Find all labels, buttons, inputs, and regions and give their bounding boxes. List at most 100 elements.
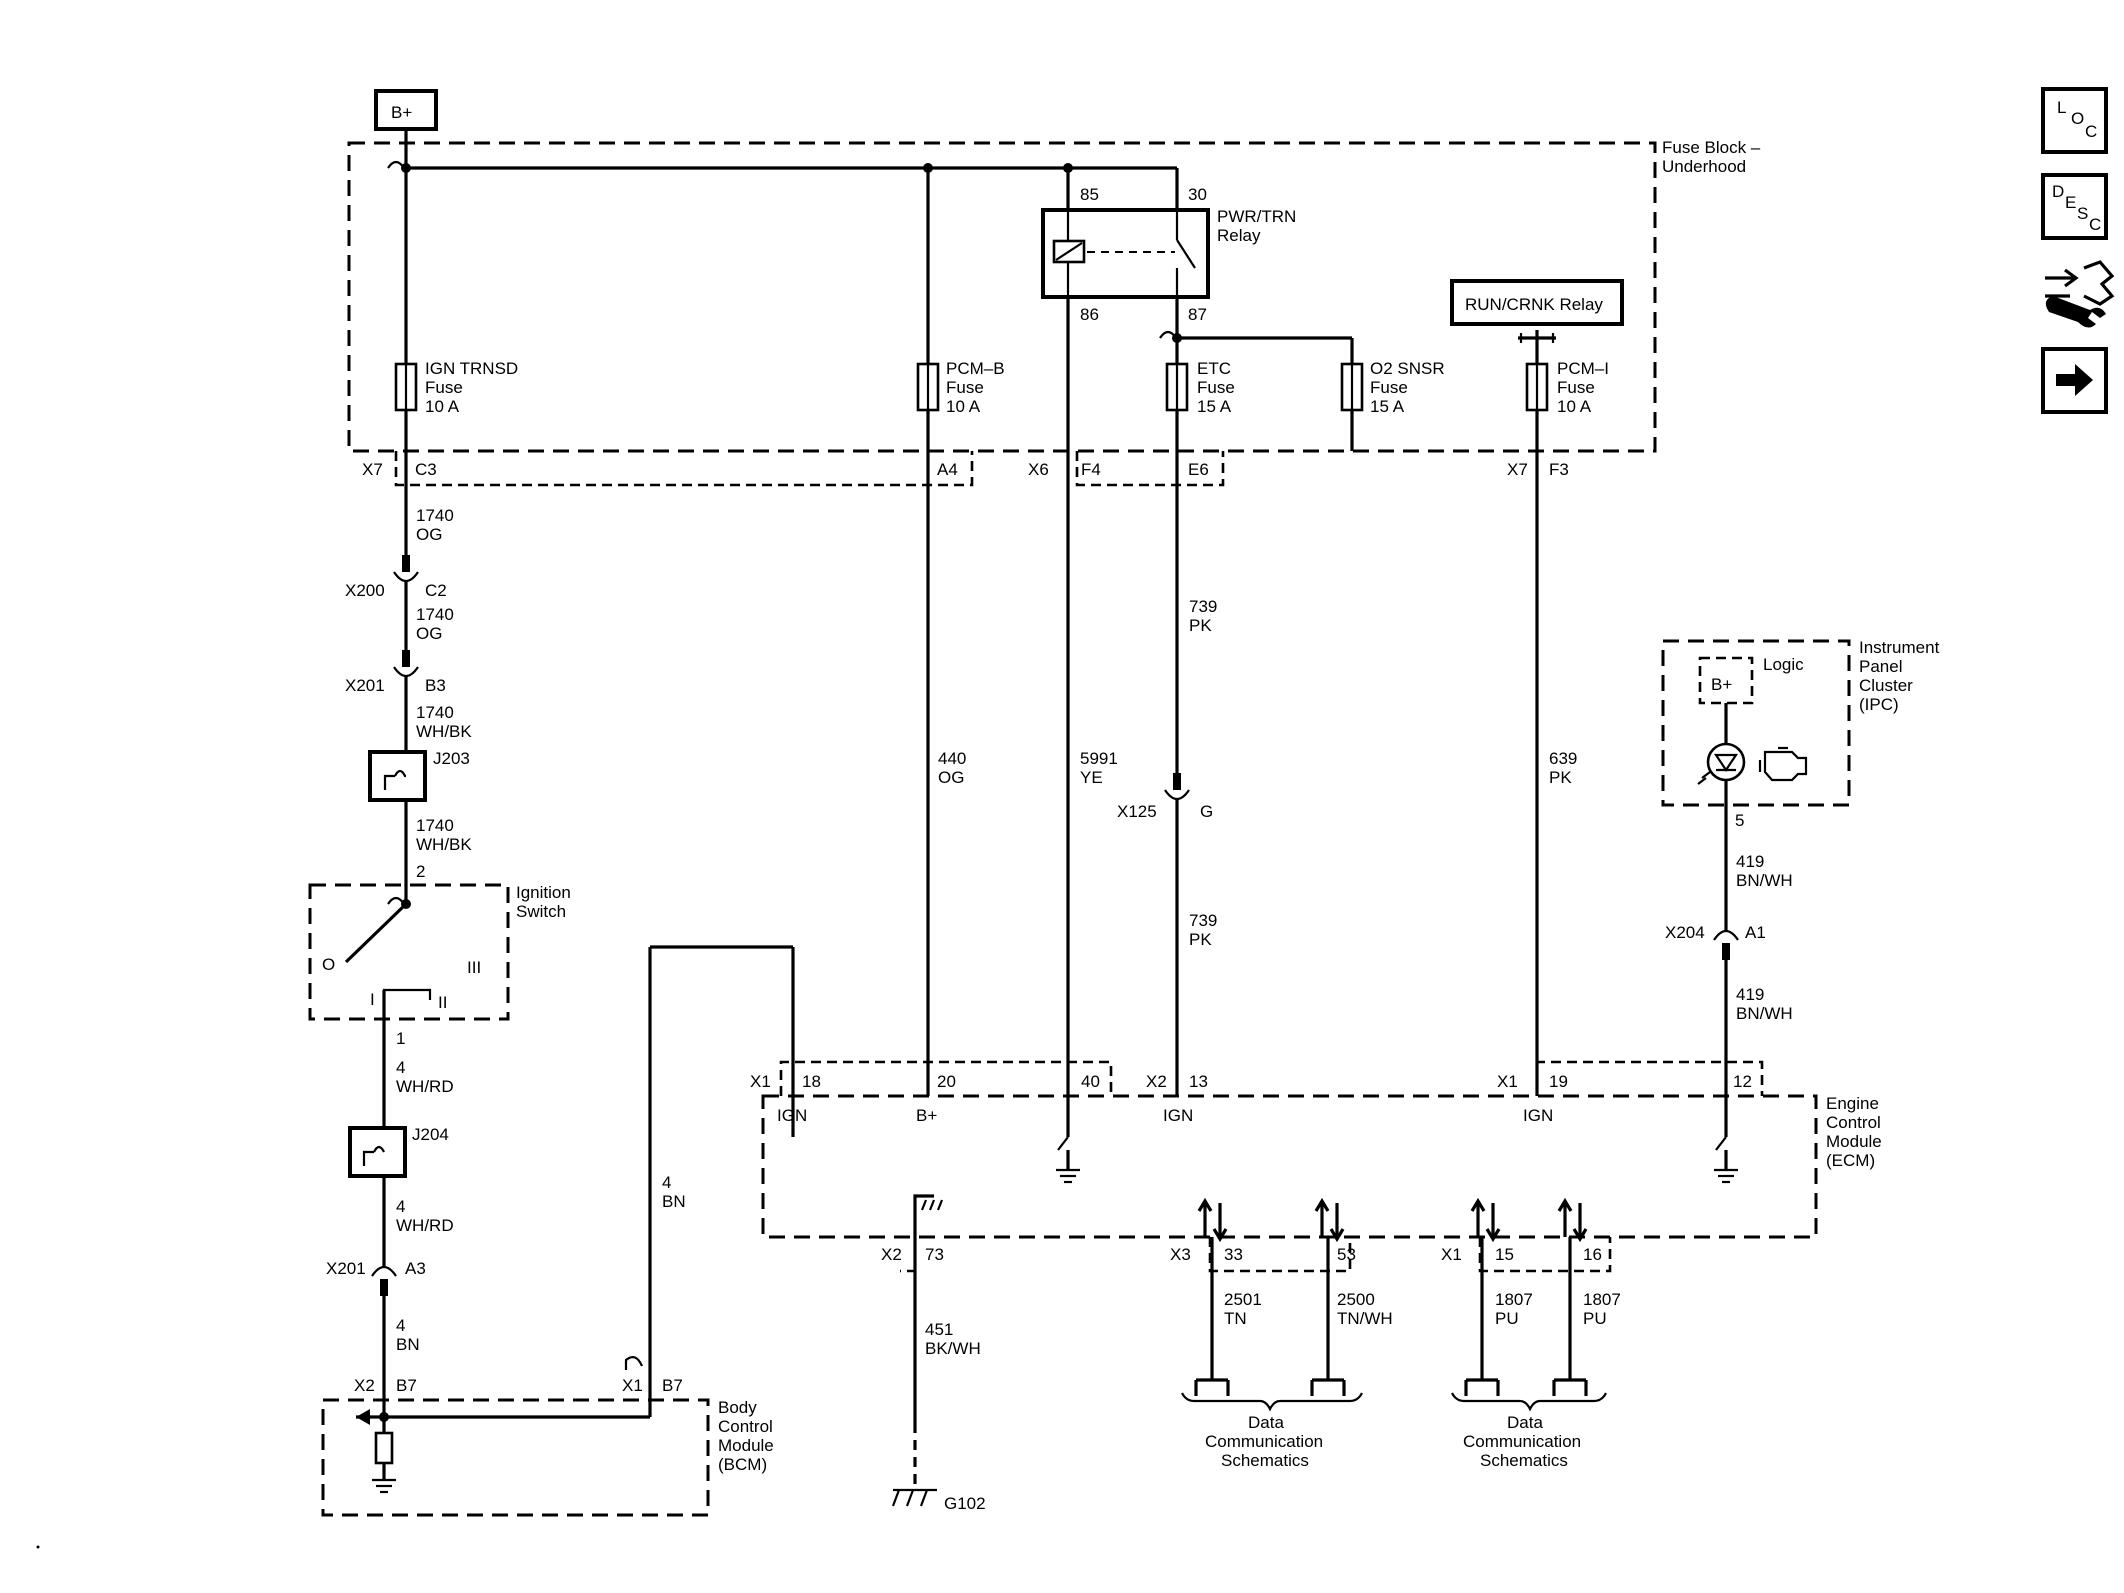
schematic-label: YE: [1080, 768, 1103, 787]
relay-pin-87: 87: [1188, 305, 1207, 324]
schematic-label: 10 A: [1557, 397, 1592, 416]
run-crnk-relay-label: RUN/CRNK Relay: [1465, 295, 1603, 314]
schematic-label: X1: [1497, 1072, 1518, 1091]
schematic-label: Panel: [1859, 657, 1902, 676]
schematic-label: Communication: [1205, 1432, 1323, 1451]
schematic-label: A3: [405, 1259, 426, 1278]
schematic-label: 4: [396, 1197, 405, 1216]
schematic-label: J204: [412, 1125, 449, 1144]
schematic-label: C: [2089, 215, 2101, 234]
schematic-label: X125: [1117, 802, 1157, 821]
schematic-label: BN: [396, 1335, 420, 1354]
schematic-label: 2: [416, 862, 425, 881]
connector-wrench-icon[interactable]: [2045, 260, 2115, 328]
ipc-boundary: [1661, 639, 1851, 807]
relay-name-2: Relay: [1217, 226, 1261, 245]
schematic-label: Switch: [516, 902, 566, 921]
schematic-label: 1740: [416, 506, 454, 525]
schematic-label: X1: [622, 1376, 643, 1395]
schematic-label: 1807: [1495, 1290, 1533, 1309]
schematic-label: 1740: [416, 703, 454, 722]
fuse-block-label-1: Fuse Block –: [1662, 138, 1761, 157]
schematic-label: OG: [938, 768, 964, 787]
schematic-label: G102: [944, 1494, 986, 1513]
schematic-label: Fuse: [1557, 378, 1595, 397]
fuse-block-boundary: [347, 141, 1657, 453]
schematic-label: IGN: [777, 1106, 807, 1125]
ipc-bplus-box: [1698, 656, 1754, 705]
schematic-label: IGN: [1523, 1106, 1553, 1125]
schematic-label: 18: [802, 1072, 821, 1091]
schematic-label: 4: [662, 1173, 671, 1192]
check-engine-icon: [1758, 746, 1808, 782]
schematic-label: X1: [750, 1072, 771, 1091]
relay-pin-30: 30: [1188, 185, 1207, 204]
schematic-label: BN/WH: [1736, 1004, 1793, 1023]
conn-x6: X6: [1028, 460, 1049, 479]
schematic-label: 73: [925, 1245, 944, 1264]
schematic-label: Data: [1248, 1413, 1284, 1432]
schematic-label: PK: [1549, 768, 1572, 787]
schematic-label: 419: [1736, 985, 1764, 1004]
schematic-label: (ECM): [1826, 1151, 1875, 1170]
schematic-label: Control: [718, 1417, 773, 1436]
schematic-label: Communication: [1463, 1432, 1581, 1451]
ignition-switch-contact: [344, 902, 408, 964]
schematic-label: 16: [1583, 1245, 1602, 1264]
schematic-label: 40: [1081, 1072, 1100, 1091]
schematic-label: Fuse: [1197, 378, 1235, 397]
conn-f3: F3: [1549, 460, 1569, 479]
schematic-label: G: [1200, 802, 1213, 821]
schematic-label: B7: [662, 1376, 683, 1395]
schematic-label: O: [2071, 109, 2084, 128]
schematic-label: Cluster: [1859, 676, 1913, 695]
schematic-label: IGN: [1163, 1106, 1193, 1125]
schematic-label: X2: [881, 1245, 902, 1264]
schematic-label: Control: [1826, 1113, 1881, 1132]
schematic-label: OG: [416, 624, 442, 643]
schematic-label: X201: [326, 1259, 366, 1278]
schematic-label: 53: [1337, 1245, 1356, 1264]
schematic-label: B7: [396, 1376, 417, 1395]
schematic-label: Fuse: [425, 378, 463, 397]
schematic-label: E: [2065, 193, 2076, 212]
schematic-label: TN/WH: [1337, 1309, 1393, 1328]
fuse-block-label-2: Underhood: [1662, 157, 1746, 176]
next-page-button[interactable]: [2041, 347, 2108, 414]
schematic-label: PCM–I: [1557, 359, 1609, 378]
fuse-pcm-i: PCM–I Fuse 10 A: [1525, 359, 1609, 416]
relay-name-1: PWR/TRN: [1217, 207, 1296, 226]
indicator-lamp-icon: [1706, 742, 1746, 782]
schematic-label: TN: [1224, 1309, 1247, 1328]
schematic-label: X204: [1665, 923, 1705, 942]
fuse-pcm-b: PCM–B Fuse 10 A: [916, 168, 1005, 416]
schematic-label: BN: [662, 1192, 686, 1211]
schematic-label: PU: [1495, 1309, 1519, 1328]
schematic-label: 20: [937, 1072, 956, 1091]
schematic-label: Ignition: [516, 883, 571, 902]
schematic-label: C: [2085, 122, 2097, 141]
schematic-label: X201: [345, 676, 385, 695]
schematic-label: B3: [425, 676, 446, 695]
loc-button[interactable]: L O C: [2041, 87, 2108, 154]
conn-x7-right: X7: [1507, 460, 1528, 479]
schematic-label: IGN TRNSD: [425, 359, 518, 378]
schematic-label: Body: [718, 1398, 757, 1417]
data-connector-symbols: [1181, 1378, 1607, 1412]
schematic-label: 5: [1735, 811, 1744, 830]
schematic-label: Fuse: [1370, 378, 1408, 397]
conn-c3: C3: [415, 460, 437, 479]
desc-button[interactable]: D E S C: [2041, 173, 2108, 240]
schematic-label: 451: [925, 1320, 953, 1339]
schematic-label: 2500: [1337, 1290, 1375, 1309]
bcm-resistor: [374, 1431, 394, 1465]
schematic-label: 33: [1224, 1245, 1243, 1264]
schematic-label: 2501: [1224, 1290, 1262, 1309]
schematic-label: X2: [1146, 1072, 1167, 1091]
schematic-label: X1: [1441, 1245, 1462, 1264]
schematic-label: O2 SNSR: [1370, 359, 1445, 378]
schematic-label: 4: [396, 1316, 405, 1335]
fuse-ign-trnsd: IGN TRNSD Fuse 10 A: [394, 168, 518, 416]
fuse-etc: ETC Fuse 15 A: [1165, 359, 1235, 416]
